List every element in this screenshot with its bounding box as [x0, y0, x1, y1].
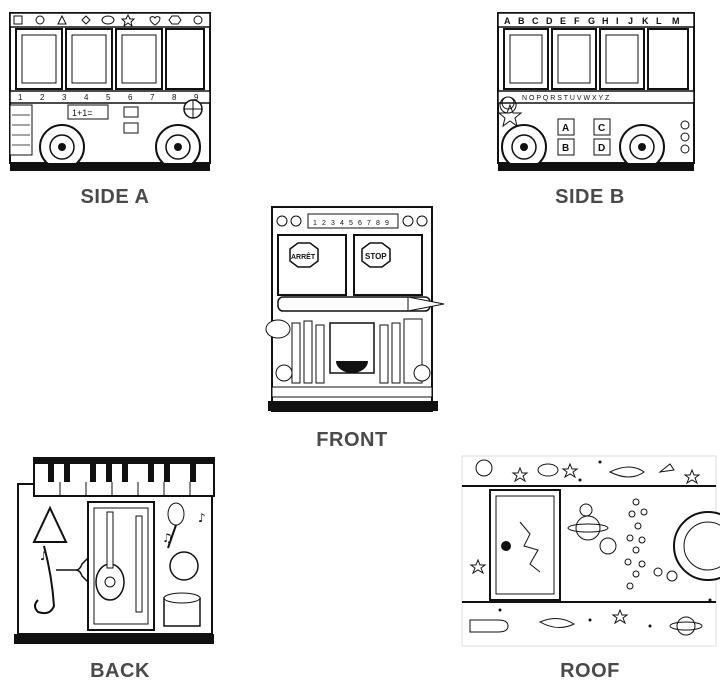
stop-sign-text-left: ARRÊT [291, 252, 316, 261]
trumpet-icon [56, 556, 89, 584]
roof-space-illustration [461, 455, 720, 647]
stop-sign-icon [289, 242, 319, 268]
front-bus-illustration: 1 2 3 4 5 6 7 8 9 ARRÊT STOP [265, 206, 445, 412]
comet-icon [537, 463, 559, 477]
side-a-panel: 1 2 3 4 5 6 7 8 9 1+1= [0, 5, 226, 175]
ruler-number: 6 [128, 93, 133, 102]
letter-block: C [598, 123, 605, 134]
caption-side-a: SIDE A [80, 186, 150, 208]
ruler-number: 7 [367, 220, 371, 227]
ruler-number: 5 [349, 220, 353, 227]
palette-icon [265, 319, 291, 339]
ruler-number: 2 [322, 220, 326, 227]
alphabet-letter: L [656, 16, 662, 26]
flute-icon [135, 515, 143, 613]
planet-icon [475, 459, 493, 477]
ruler-number: 6 [358, 220, 362, 227]
roof-panel [460, 450, 720, 650]
caption-front: FRONT [316, 429, 388, 451]
rocket-icon [469, 619, 509, 633]
alphabet-letter: J [628, 16, 633, 26]
crescent-icon [499, 96, 517, 114]
alphabet-letter: F [574, 16, 580, 26]
caption-side-b: SIDE B [555, 186, 625, 208]
alphabet-letter: K [642, 16, 649, 26]
side-b-panel: A B C D E F G H I J K L M N O P Q R S T … [478, 5, 704, 175]
comet-icon [538, 618, 576, 628]
stars [469, 462, 701, 625]
svg-text:♫: ♫ [162, 531, 173, 545]
front-panel: 1 2 3 4 5 6 7 8 9 ARRÊT STOP [258, 205, 448, 420]
constellation [519, 521, 541, 573]
ruler-number: 2 [40, 93, 45, 102]
alphabet-letter: B [518, 16, 525, 26]
caption-roof: ROOF [560, 660, 620, 682]
ruler-number: 4 [340, 220, 344, 227]
stop-sign-text-right: STOP [365, 252, 387, 261]
alphabet-letter: E [560, 16, 566, 26]
alphabet-letter: D [546, 16, 553, 26]
asteroid-belt [624, 498, 648, 590]
alphabet-letter: C [532, 16, 539, 26]
triangle-instrument-icon [32, 505, 68, 543]
alphabet-letter: I [616, 16, 619, 26]
alphabet-letter: M [672, 16, 680, 26]
ruler-number: 8 [376, 220, 380, 227]
ruler-number: 9 [194, 93, 199, 102]
alphabet-letter: H [602, 16, 609, 26]
planet-icon [599, 537, 617, 555]
math-sign: 1+1= [72, 108, 93, 118]
comet-icon [608, 466, 645, 478]
svg-text:♪: ♪ [40, 549, 48, 563]
back-panel: ♪ ♫ ♪ [10, 450, 222, 650]
letter-block: A [562, 123, 569, 134]
side-b-bus-illustration: A B C D E F G H I J K L M N O P Q R S T … [497, 12, 695, 171]
ruler-number: 5 [106, 93, 111, 102]
letter-block: D [598, 143, 605, 154]
alphabet-strip-lower: N O P Q R S T U V W X Y Z [522, 95, 610, 102]
ruler-number: 4 [84, 93, 89, 102]
stop-sign-icon [361, 242, 391, 268]
ruler-number: 7 [150, 93, 155, 102]
ruler-number: 3 [62, 93, 67, 102]
tambourine-icon [169, 551, 199, 581]
ruler-number: 9 [385, 220, 389, 227]
planet-icon [579, 503, 593, 517]
letter-block: B [562, 143, 569, 154]
ruler-number: 1 [313, 220, 317, 227]
caption-back: BACK [90, 660, 150, 682]
ruler-number: 8 [172, 93, 177, 102]
alphabet-letter: G [588, 16, 595, 26]
maracas-icon [167, 502, 185, 526]
ruler-number: 3 [331, 220, 335, 227]
ruler-number: 1 [18, 93, 23, 102]
star-icon [497, 103, 523, 128]
saturn-icon [575, 515, 601, 541]
svg-text:♪: ♪ [198, 511, 206, 525]
side-a-bus-illustration: 1 2 3 4 5 6 7 8 9 1+1= [9, 12, 211, 171]
saturn-icon [676, 616, 696, 636]
back-bus-illustration: ♪ ♫ ♪ [14, 457, 215, 644]
alphabet-letter: A [504, 16, 511, 26]
sun-icon [673, 511, 720, 581]
saxophone-icon [34, 545, 56, 615]
